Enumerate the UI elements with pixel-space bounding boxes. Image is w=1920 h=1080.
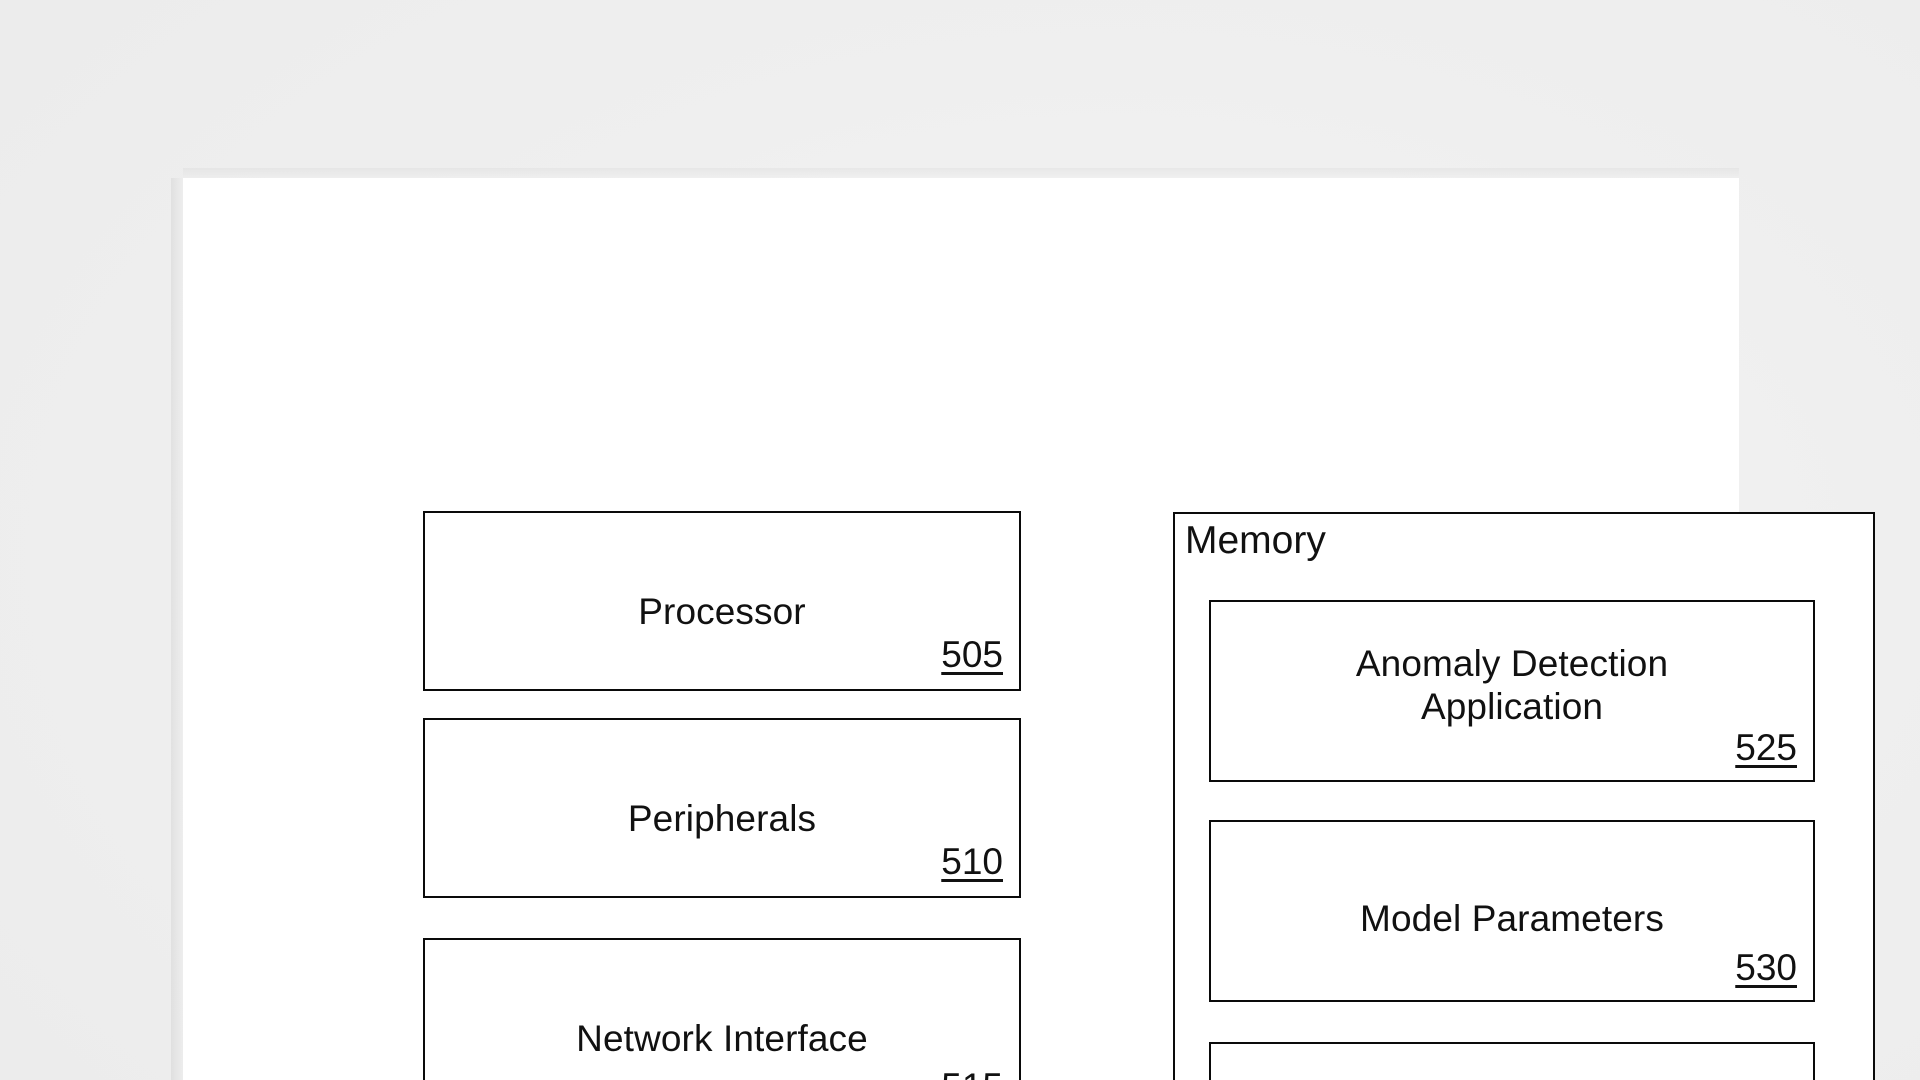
block-memory-label: Memory [1185, 519, 1326, 562]
document-page: Processor 505 Peripherals 510 Network In… [171, 168, 1875, 1080]
block-anomaly-detection-application-label: Anomaly Detection Application [1355, 643, 1669, 728]
block-anomaly-detection-application: Anomaly Detection Application 525 [1209, 600, 1815, 782]
block-peripherals-ref-numeral: 510 [941, 841, 1003, 882]
block-anomaly-detection-application-ref-numeral: 525 [1735, 727, 1797, 768]
block-training-data: Training Data 535 [1209, 1042, 1815, 1080]
block-processor-label: Processor [638, 591, 806, 632]
block-model-parameters: Model Parameters 530 [1209, 820, 1815, 1002]
block-model-parameters-label: Model Parameters [1360, 898, 1664, 939]
block-network-interface-label: Network Interface [576, 1018, 868, 1059]
block-network-interface: Network Interface 515 [423, 938, 1021, 1080]
block-memory: Memory Anomaly Detection Application 525… [1173, 512, 1875, 1080]
block-peripherals-label: Peripherals [627, 798, 817, 839]
block-processor-ref-numeral: 505 [941, 634, 1003, 675]
block-model-parameters-ref-numeral: 530 [1735, 947, 1797, 988]
block-network-interface-ref-numeral: 515 [941, 1068, 1003, 1080]
block-processor: Processor 505 [423, 511, 1021, 691]
block-peripherals: Peripherals 510 [423, 718, 1021, 898]
